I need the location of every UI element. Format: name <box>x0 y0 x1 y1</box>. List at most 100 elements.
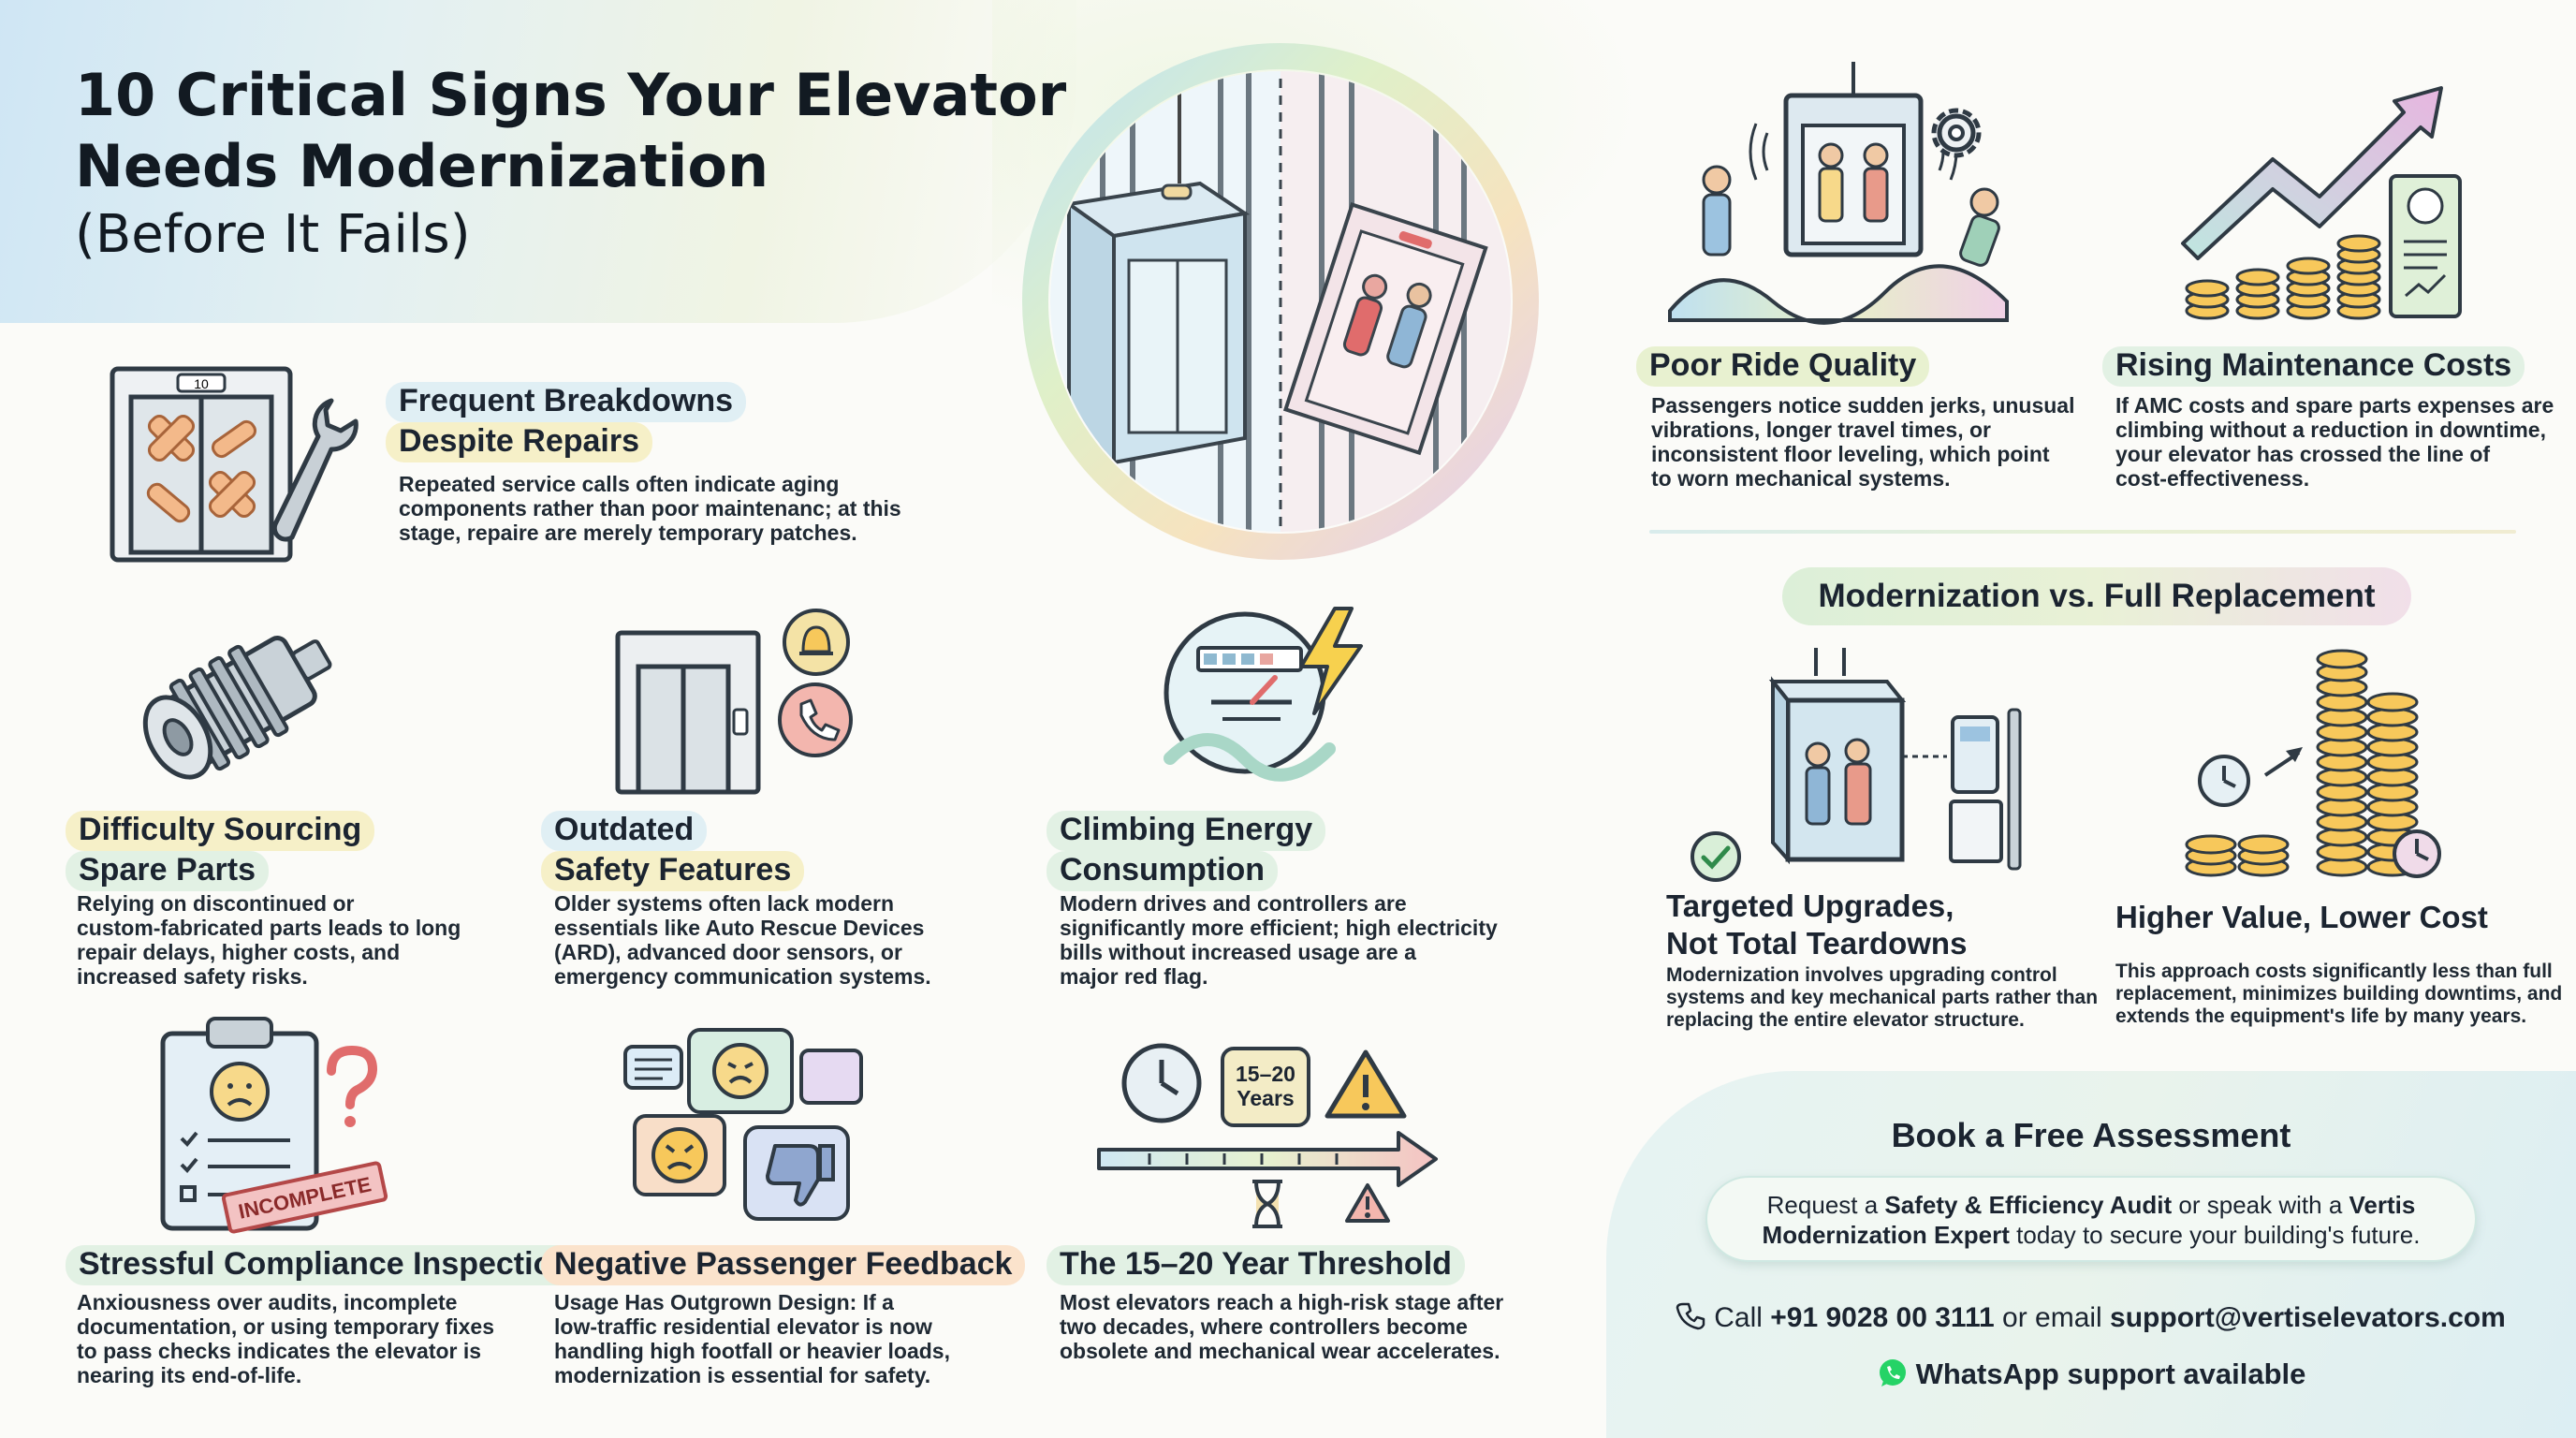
sign-7-body-line: two decades, where controllers become <box>1060 1314 1468 1339</box>
sign-6-body-line: modernization is essential for safety. <box>554 1363 931 1387</box>
coin-stacks-icon <box>2185 649 2441 878</box>
alarm-bell-icon <box>783 609 850 676</box>
sign-4-heading-line2: Consumption <box>1046 851 1279 891</box>
expert-link[interactable]: Modernization Expert <box>1762 1221 2010 1249</box>
sign-1-body: Repeated service calls often indicate ag… <box>399 472 960 545</box>
sign-5-body-line: documentation, or using temporary fixes <box>77 1314 495 1339</box>
sign-1-heading: Frequent Breakdowns Despite Repairs <box>386 382 747 462</box>
sign-2-body-line: increased safety risks. <box>77 964 308 989</box>
comparison-title: Modernization vs. Full Replacement <box>1782 567 2411 625</box>
sign-5-body-line: Anxiousness over audits, incomplete <box>77 1290 458 1314</box>
sign-4-body: Modern drives and controllers are signif… <box>1060 891 1584 989</box>
title-background <box>0 0 1076 323</box>
sign-1-body-line: Repeated service calls often indicate ag… <box>399 472 840 496</box>
email-link[interactable]: support@vertiselevators.com <box>2110 1302 2506 1333</box>
elevator-bandaged-icon: 10 <box>110 366 293 563</box>
energy-meter-icon <box>1164 611 1336 782</box>
cta-title: Book a Free Assessment <box>1891 1116 2291 1154</box>
sign-8-body-line: to worn mechanical systems. <box>1651 466 1951 491</box>
sign-2-heading-line1: Difficulty Sourcing <box>66 811 375 851</box>
chat-bubbles-icon <box>623 1028 863 1196</box>
checkmark-icon <box>1690 831 1741 882</box>
sign-2-body-line: custom-fabricated parts leads to long <box>77 916 461 940</box>
cta-audit-box[interactable]: Request a Safety & Efficiency Audit or s… <box>1705 1176 2477 1262</box>
sign-5-body-line: nearing its end-of-life. <box>77 1363 302 1387</box>
cta-line-2: Modernization Expert today to secure you… <box>1707 1220 2475 1250</box>
sign-7-heading: The 15–20 Year Threshold <box>1046 1245 1465 1285</box>
sign-5-heading-line1: Stressful Compliance Inspections <box>66 1245 604 1285</box>
sign-9-body-line: climbing without a reduction in downtime… <box>2115 418 2546 442</box>
comparison-right-body-line: This approach costs significantly less t… <box>2115 961 2553 982</box>
sign-3-body-line: emergency communication systems. <box>554 964 931 989</box>
sign-3-body-line: essentials like Auto Rescue Devices <box>554 916 925 940</box>
sign-1-body-line: stage, repaire are merely temporary patc… <box>399 521 857 545</box>
phone-icon <box>778 682 853 757</box>
sign-6-body-line: Usage Has Outgrown Design: If a <box>554 1290 894 1314</box>
comparison-right-body-line: extends the equipment's life by many yea… <box>2115 1005 2527 1027</box>
cta-line-1: Request a Safety & Efficiency Audit or s… <box>1707 1190 2475 1220</box>
sign-4-body-line: significantly more efficient; high elect… <box>1060 916 1498 940</box>
comparison-left-body: Modernization involves upgrading control… <box>1666 964 2106 1032</box>
comparison-right-body: This approach costs significantly less t… <box>2115 961 2565 1028</box>
phone-link[interactable]: +91 9028 00 3111 <box>1770 1302 1995 1333</box>
sign-9-body-line: cost-effectiveness. <box>2115 466 2310 491</box>
years-badge: 15–20 Years <box>1221 1047 1310 1127</box>
sign-6-heading: Negative Passenger Feedback <box>541 1245 1026 1285</box>
sign-2-body: Relying on discontinued or custom-fabric… <box>77 891 526 989</box>
expert-link[interactable]: Vertis <box>2349 1191 2416 1219</box>
sign-6-body-line: handling high footfall or heavier loads, <box>554 1339 950 1363</box>
whatsapp-icon <box>1879 1359 1906 1387</box>
sign-5-body: Anxiousness over audits, incomplete docu… <box>77 1290 564 1387</box>
comparison-left-body-line: systems and key mechanical parts rather … <box>1666 987 2099 1008</box>
sign-8-body: Passengers notice sudden jerks, unusual … <box>1651 393 2082 491</box>
contact-text: or email <box>1994 1302 2111 1333</box>
gear-part-icon <box>142 636 332 780</box>
rising-costs-icon <box>2181 86 2462 320</box>
sign-2-heading-line2: Spare Parts <box>66 851 269 891</box>
sign-5-body-line: to pass checks indicates the elevator is <box>77 1339 482 1363</box>
sign-3-body-line: (ARD), advanced door sensors, or <box>554 940 902 964</box>
sign-1-heading-line1: Frequent Breakdowns <box>386 382 747 422</box>
comparison-left-body-line: replacing the entire elevator structure. <box>1666 1009 2025 1031</box>
jerky-ride-icon <box>1668 62 2009 325</box>
sign-8-heading: Poor Ride Quality <box>1636 346 1930 387</box>
sign-7-heading-line1: The 15–20 Year Threshold <box>1046 1245 1465 1285</box>
sign-8-body-line: Passengers notice sudden jerks, unusual <box>1651 393 2075 418</box>
sign-2-heading: Difficulty Sourcing Spare Parts <box>66 811 375 891</box>
years-badge-range: 15–20 <box>1236 1062 1295 1086</box>
sign-5-heading: Stressful Compliance Inspections <box>66 1245 604 1285</box>
comparison-right-body-line: replacement, minimizes building downtims… <box>2115 983 2563 1005</box>
sign-3-heading: Outdated Safety Features <box>541 811 805 891</box>
sign-2-body-line: repair delays, higher costs, and <box>77 940 401 964</box>
comparison-left-heading-line1: Targeted Upgrades, <box>1666 888 1954 923</box>
question-mark-icon <box>327 1045 378 1127</box>
modern-elevator-icon <box>1768 648 2022 871</box>
old-elevator-icon <box>615 630 761 795</box>
audit-link[interactable]: Safety & Efficiency Audit <box>1884 1191 2173 1219</box>
sign-3-body: Older systems often lack modern essentia… <box>554 891 1003 989</box>
sign-4-body-line: Modern drives and controllers are <box>1060 891 1407 916</box>
comparison-left-heading-line2: Not Total Teardowns <box>1666 926 1968 961</box>
page-title: 10 Critical Signs Your Elevator Needs Mo… <box>75 61 1067 200</box>
sign-9-body: If AMC costs and spare parts expenses ar… <box>2115 393 2565 491</box>
whatsapp-line[interactable]: WhatsApp support available <box>1606 1357 2576 1391</box>
phone-handset-icon <box>1676 1302 1705 1330</box>
sign-9-body-line: your elevator has crossed the line of <box>2115 442 2491 466</box>
warning-icon <box>1325 1049 1407 1119</box>
years-badge-unit: Years <box>1237 1086 1295 1110</box>
thumbs-down-icon <box>743 1125 850 1221</box>
page-subtitle: (Before It Fails) <box>75 204 471 265</box>
sign-4-heading-line1: Climbing Energy <box>1046 811 1326 851</box>
sign-6-body-line: low-traffic residential elevator is now <box>554 1314 932 1339</box>
timeline-illustration <box>1097 1131 1438 1187</box>
sign-8-body-line: vibrations, longer travel times, or <box>1651 418 1991 442</box>
sign-1-body-line: components rather than poor maintenanc; … <box>399 496 901 521</box>
comparison-right-heading: Higher Value, Lower Cost <box>2115 900 2488 934</box>
comparison-left-heading: Targeted Upgrades, Not Total Teardowns <box>1666 888 1967 962</box>
sign-9-body-line: If AMC costs and spare parts expenses ar… <box>2115 393 2554 418</box>
clock-icon <box>1121 1043 1202 1123</box>
sign-6-heading-line1: Negative Passenger Feedback <box>541 1245 1026 1285</box>
sign-7-body: Most elevators reach a high-risk stage a… <box>1060 1290 1584 1363</box>
cta-text: or speak with a <box>2172 1191 2349 1219</box>
sign-7-body-line: Most elevators reach a high-risk stage a… <box>1060 1290 1504 1314</box>
